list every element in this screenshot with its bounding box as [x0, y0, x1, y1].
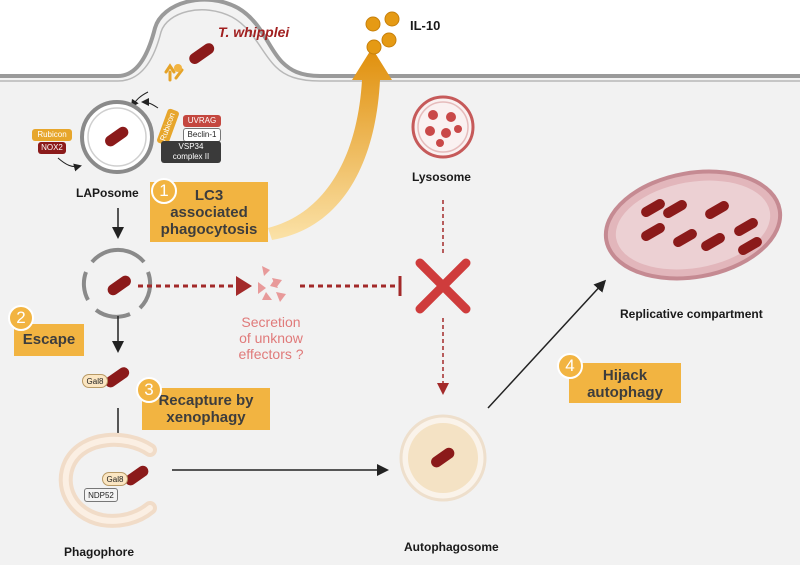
- pathogen-label: T. whipplei: [218, 24, 290, 40]
- effector-shapes: [258, 266, 286, 302]
- step-1-number: 1: [151, 178, 177, 204]
- il10-secretion-arrow: [268, 48, 392, 240]
- step-2-line-1: Escape: [22, 331, 76, 348]
- secretion-line-3: effectors ?: [238, 346, 304, 362]
- step-3-number: 3: [136, 377, 162, 403]
- uvrag-tag: UVRAG: [183, 115, 221, 127]
- rubicon-tag: Rubicon: [32, 129, 72, 141]
- step-1-line-2: associated: [170, 204, 248, 221]
- phagophore-label: Phagophore: [64, 545, 135, 559]
- lysosome-label: Lysosome: [412, 170, 471, 184]
- autophagosome-label: Autophagosome: [404, 540, 499, 554]
- gal8-tag: Gal8: [82, 374, 108, 388]
- step-3-box: Recapture by xenophagy: [142, 388, 270, 430]
- phagophore-bacterium: [125, 465, 149, 486]
- laposome-label: LAPosome: [76, 186, 139, 200]
- vsp34-tag: VSP34 complex II: [161, 141, 221, 163]
- blocked-x: [415, 258, 471, 314]
- step-4-number: 4: [557, 353, 583, 379]
- receptor-icon: [164, 63, 184, 82]
- laposome-bacterium: [105, 126, 129, 147]
- damaged-vacuole: [81, 247, 153, 319]
- replicative-bacteria: [641, 199, 762, 255]
- secretion-line-2: of unknow: [239, 330, 303, 346]
- nox2-tag: NOX2: [38, 142, 66, 154]
- step-1-line-3: phagocytosis: [160, 221, 258, 238]
- step-4-line-1: Hijack: [602, 367, 648, 384]
- il10-molecule: [366, 39, 382, 55]
- escaped-bacterium: [107, 275, 131, 296]
- step-3-line-2: xenophagy: [166, 409, 246, 426]
- vsp34-line-1: VSP34: [178, 142, 204, 151]
- step-4-line-2: autophagy: [587, 384, 663, 401]
- autophagosome-bacterium: [431, 447, 455, 468]
- il10-molecule: [384, 11, 400, 27]
- secretion-line-1: Secretion: [241, 314, 301, 330]
- step-2-number: 2: [8, 305, 34, 331]
- effector-arrowhead: [236, 276, 252, 296]
- il10-molecule: [365, 16, 381, 32]
- entering-bacterium: [189, 43, 215, 64]
- il10-label: IL-10: [410, 18, 441, 33]
- cell-membrane: [0, 0, 800, 78]
- ndp52-tag: NDP52: [84, 488, 118, 502]
- step-1-line-1: LC3: [194, 187, 224, 204]
- membrane-inner: [0, 9, 800, 82]
- secretion-label: Secretion of unknow effectors ?: [216, 314, 326, 362]
- il10-molecule: [381, 32, 397, 48]
- gal8-bacterium: [105, 367, 130, 388]
- replicative-compartment-label: Replicative compartment: [620, 307, 763, 321]
- lysosome: [411, 95, 475, 159]
- step-3-line-1: Recapture by: [158, 392, 254, 409]
- gal8-phagophore-tag: Gal8: [102, 472, 128, 486]
- step-4-box: Hijack autophagy: [569, 363, 681, 403]
- beclin-tag: Beclin-1: [183, 128, 221, 142]
- vsp34-line-2: complex II: [172, 152, 210, 161]
